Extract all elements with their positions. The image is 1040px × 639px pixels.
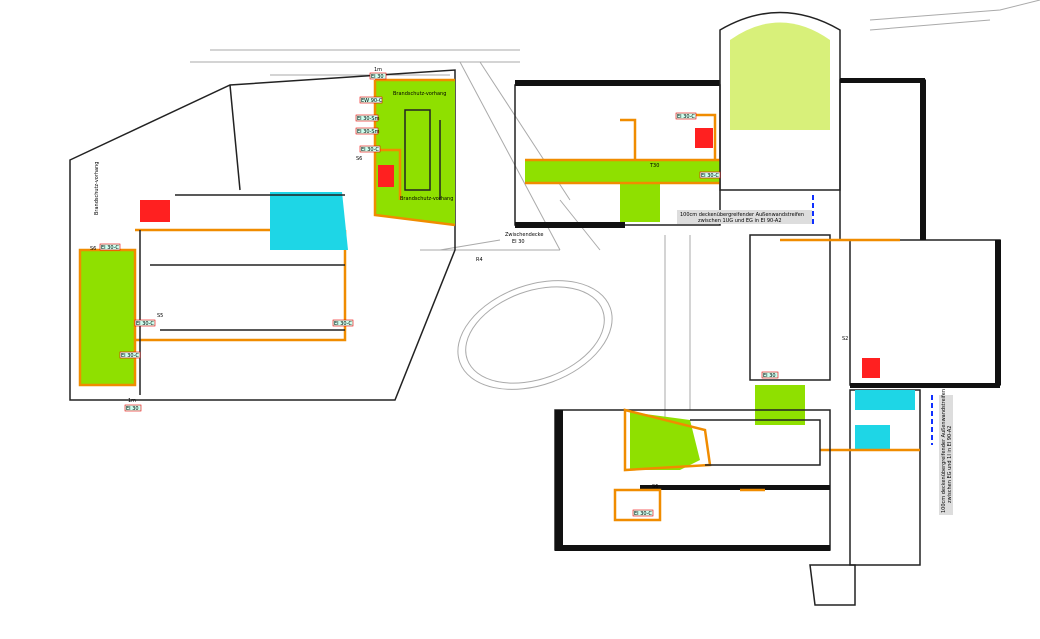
label-s6-west: S6 xyxy=(90,246,96,252)
note-ug-line2: zwischen 1UG und EG in EI 90-A2 xyxy=(698,218,782,224)
label-curtain-left: Brandschutz-vorhang xyxy=(94,162,100,215)
label-ei30c-south: EI 30-C xyxy=(634,511,652,517)
label-ei30c-central2: EI 30-C xyxy=(701,173,719,179)
note-wall-strip-og: 100cm deckenübergreifender Außenwandstre… xyxy=(939,389,953,515)
south-wing xyxy=(554,408,856,606)
elevator-west xyxy=(140,200,170,222)
label-ei30c-central: EI 30-C xyxy=(677,114,695,120)
label-ei30c-west3: EI 30-C xyxy=(121,353,139,359)
label-ei30c-mid: EI 30-C xyxy=(334,321,352,327)
escape-zone-north xyxy=(375,80,455,225)
label-1m-south: 1m xyxy=(128,398,136,404)
label-intermediate-ceiling: Zwischendecke xyxy=(505,232,543,238)
label-curtain-bottom: Brandschutz-vorhang xyxy=(400,196,453,202)
label-r4: R4 xyxy=(476,257,483,263)
label-ei30sm-1: EI 30-Sm xyxy=(357,116,380,122)
label-ei30c-west: EI 30-C xyxy=(101,245,119,251)
note-og-line2: zwischen EG und 1I in EI 90-A2 xyxy=(947,426,953,503)
label-s6-north: S6 xyxy=(356,156,362,162)
east-wing xyxy=(749,78,1001,566)
escape-stair-south xyxy=(630,412,700,470)
label-ei30sm-2: EI 30-Sm xyxy=(357,129,380,135)
label-intermediate-ceiling-rating: EI 30 xyxy=(512,239,525,245)
label-ei30-east: EI 30 xyxy=(763,373,776,379)
label-t30: T30 xyxy=(649,163,659,169)
west-wing xyxy=(69,69,456,401)
note-wall-strip-ug: 100cm deckenübergreifender Außenwandstre… xyxy=(677,210,812,224)
label-ei30c-north: EI 30-C xyxy=(361,147,379,153)
label-ei30-top: EI 30 xyxy=(371,74,384,80)
label-ew90: EW 90-C xyxy=(361,98,383,104)
label-curtain-top: Brandschutz-vorhang xyxy=(393,91,446,97)
elevator-east xyxy=(862,358,880,378)
label-s5: S5 xyxy=(157,313,163,319)
label-s6-south: S6 xyxy=(652,484,658,490)
note-ug-line1: 100cm deckenübergreifender Außenwandstre… xyxy=(680,212,804,218)
plan-labels: 1m EI 30 Brandschutz-vorhang EW 90-C EI … xyxy=(90,67,848,517)
label-ei30c-west2: EI 30-C xyxy=(136,321,154,327)
escape-stair-west xyxy=(80,250,135,385)
label-ei30-south: EI 30 xyxy=(126,406,139,412)
note-og-line1: 100cm deckenübergreifender Außenwandstre… xyxy=(941,389,947,513)
label-s2: S2 xyxy=(842,336,848,342)
wall-strip-markers xyxy=(812,195,933,445)
elevator-north xyxy=(378,165,394,187)
label-1m: 1m xyxy=(374,67,382,73)
stair-core-cyan xyxy=(270,192,348,250)
central-block xyxy=(514,11,841,228)
elevator-central xyxy=(695,128,713,148)
auditorium xyxy=(730,22,830,130)
